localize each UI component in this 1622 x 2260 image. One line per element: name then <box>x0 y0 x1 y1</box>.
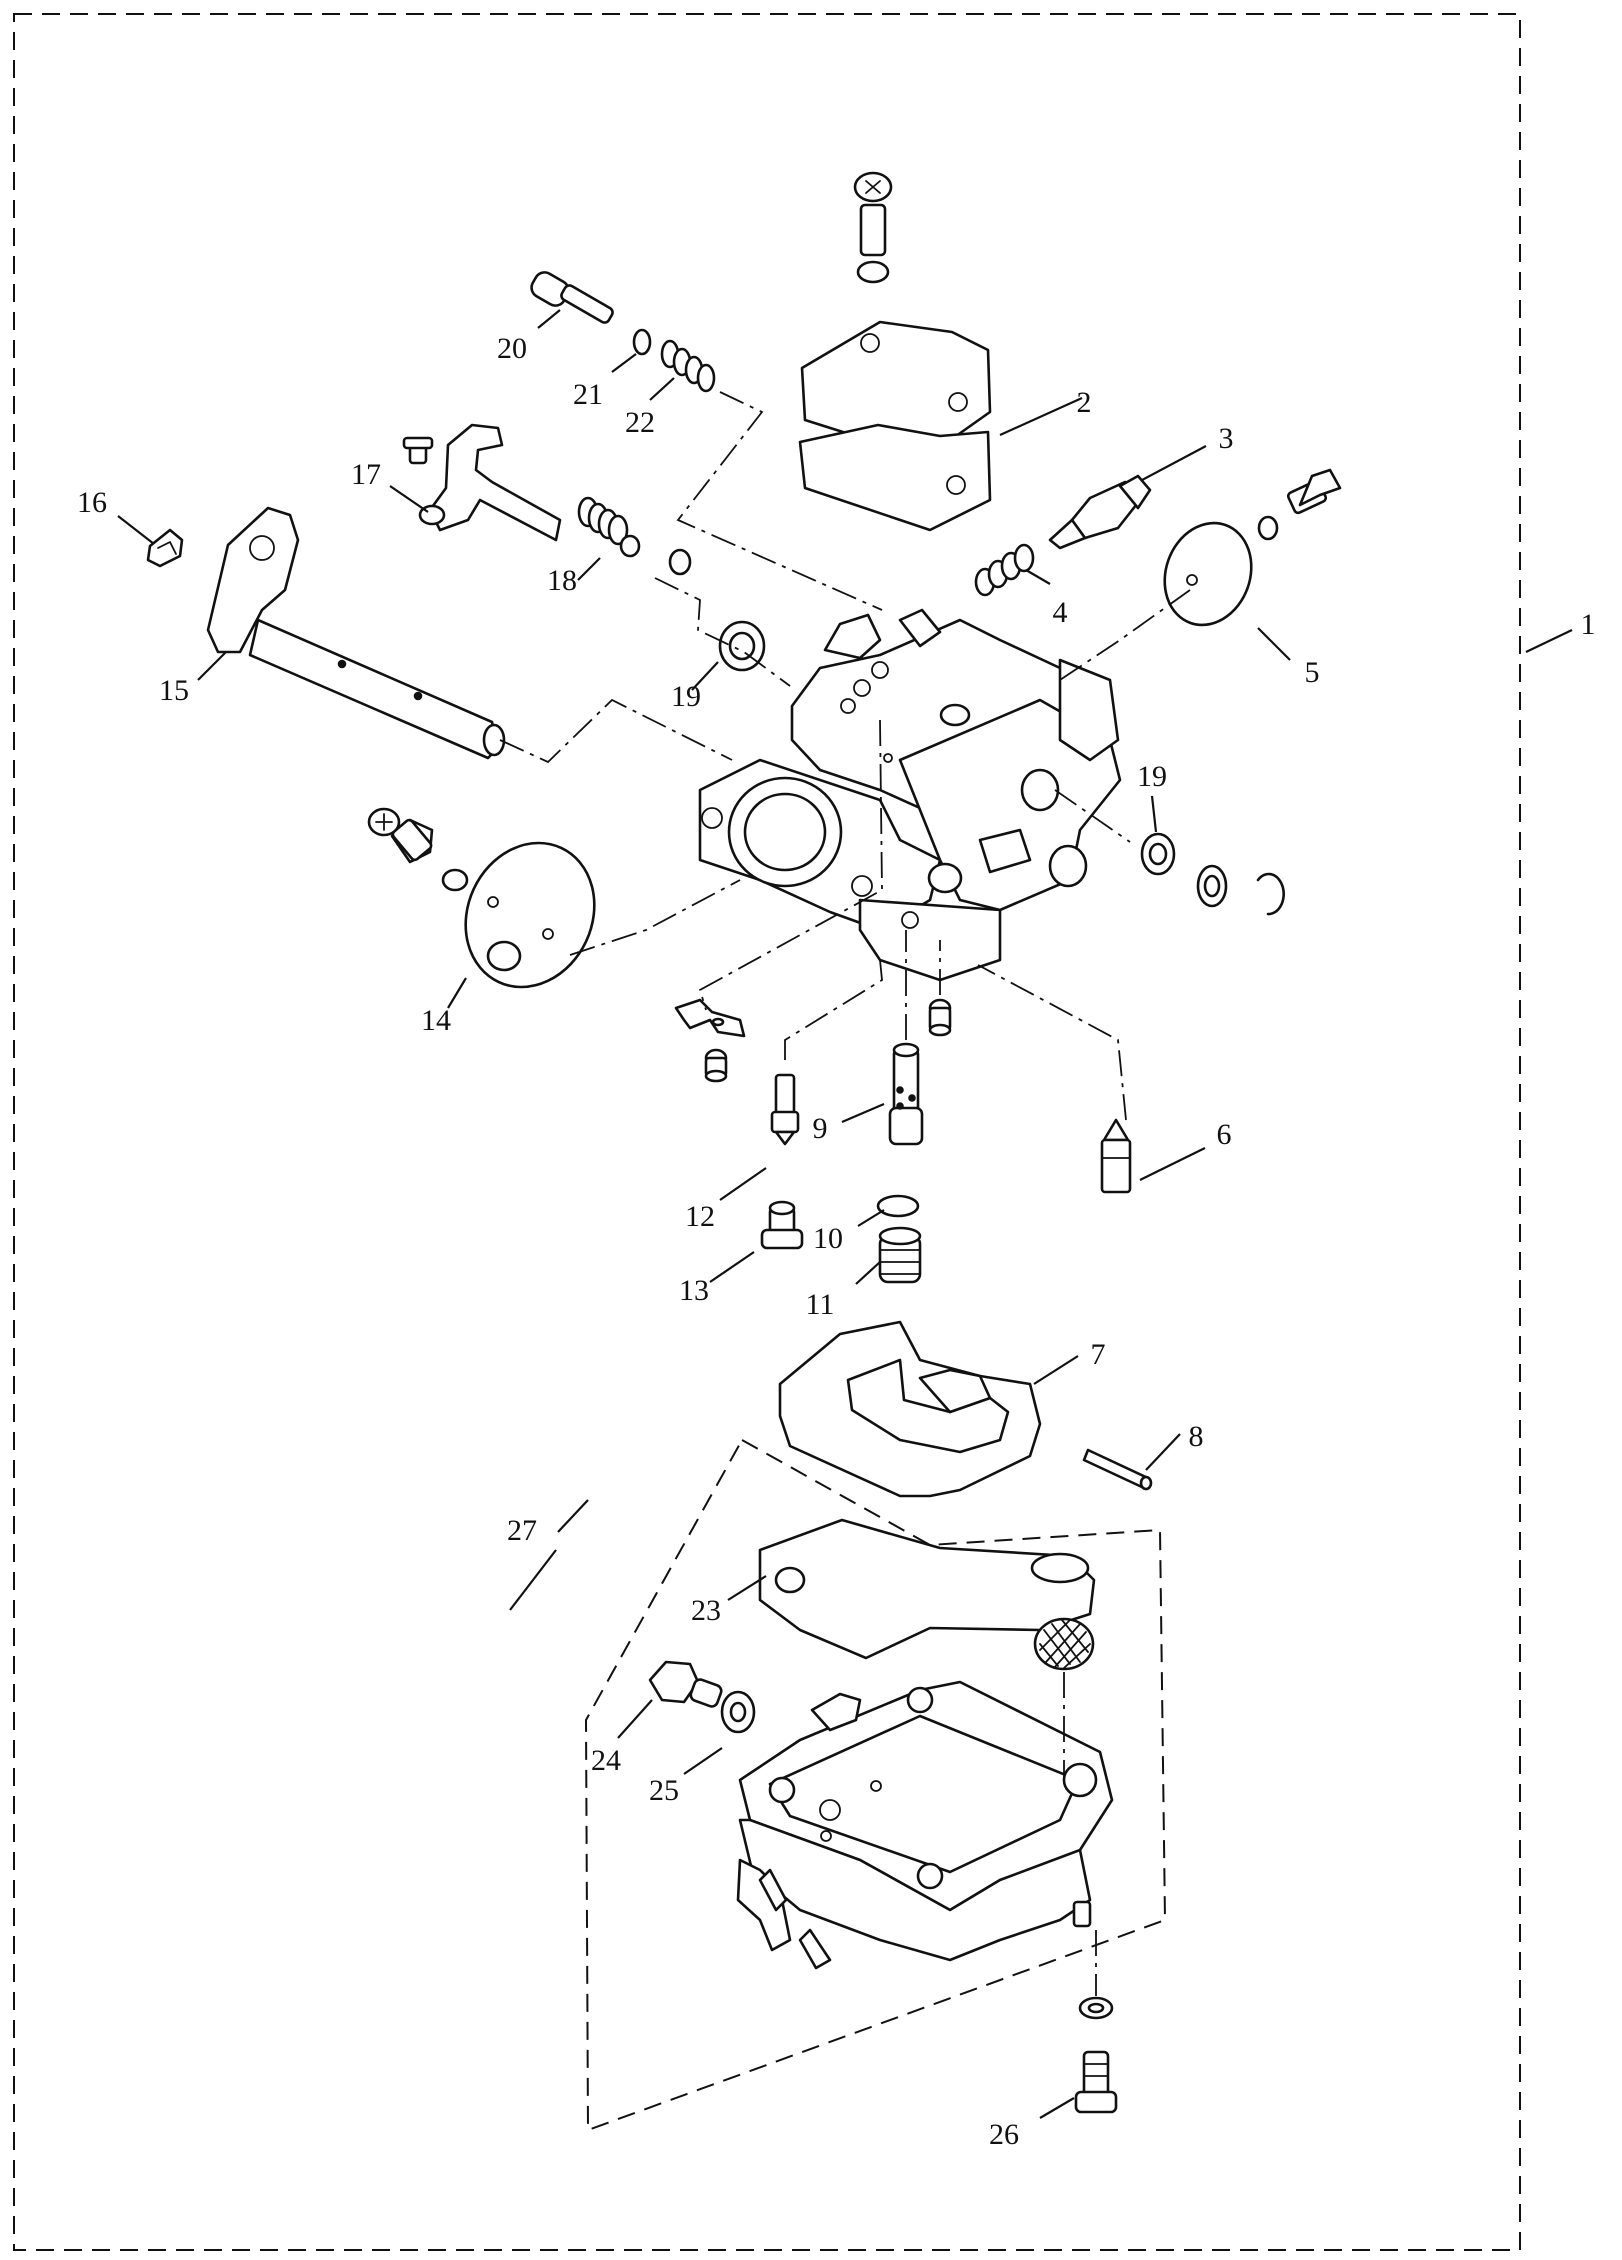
part-13-screw <box>760 1200 804 1250</box>
callout-23: 23 <box>691 1594 721 1627</box>
callout-6: 6 <box>1217 1118 1232 1151</box>
callout-26: 26 <box>989 2118 1019 2151</box>
part-small-bracket <box>674 998 746 1038</box>
part-20-pin <box>530 271 614 324</box>
part-22-spring <box>660 339 716 393</box>
part-6-needle-valve <box>1100 1118 1132 1194</box>
part-16-clip <box>146 528 184 568</box>
callout-20: 20 <box>497 332 527 365</box>
callout-15: 15 <box>159 674 189 707</box>
float-bowl-assembly-outline <box>584 1438 1167 2132</box>
part-21-oring <box>632 328 652 356</box>
part-3-screw <box>1048 474 1152 550</box>
callout-11: 11 <box>806 1288 835 1321</box>
callout-17: 17 <box>351 458 381 491</box>
callout-25: 25 <box>649 1774 679 1807</box>
part-9-emulsion-tube <box>888 1042 924 1146</box>
part-8-float-pin <box>1082 1448 1153 1491</box>
leader-lines <box>117 309 1573 2119</box>
callout-21: 21 <box>573 378 603 411</box>
callout-1: 1 <box>1581 608 1596 641</box>
part-24-drain-plug <box>648 1660 723 1708</box>
part-small-screw-right <box>928 998 952 1037</box>
part-25-washer <box>720 1690 756 1734</box>
part-12-jet <box>770 1073 800 1146</box>
part-17-lever <box>402 423 562 542</box>
callout-labels: 1 2 3 4 5 6 7 8 9 10 11 12 13 14 15 16 1… <box>77 332 1596 2151</box>
callout-9: 9 <box>813 1112 828 1145</box>
part-5-disc <box>1163 521 1253 627</box>
part-small-screw-upper-right <box>1257 468 1342 541</box>
callout-19-left: 19 <box>671 680 701 713</box>
callout-4: 4 <box>1053 596 1068 629</box>
part-26-screw <box>1074 1996 1118 2114</box>
callout-12: 12 <box>685 1200 715 1233</box>
callout-13: 13 <box>679 1274 709 1307</box>
part-14-throttle-plate <box>367 807 596 989</box>
outer-frame <box>13 13 1521 2251</box>
callout-24: 24 <box>591 1744 621 1777</box>
callout-14: 14 <box>421 1004 451 1037</box>
part-15-throttle-shaft <box>206 506 506 760</box>
callout-16: 16 <box>77 486 107 519</box>
part-18-spring <box>577 496 692 576</box>
callout-5: 5 <box>1305 656 1320 689</box>
part-filter-mesh <box>1033 1617 1095 1671</box>
callout-22: 22 <box>625 406 655 439</box>
callout-3: 3 <box>1219 422 1234 455</box>
part-2-cover <box>798 171 992 532</box>
callout-8: 8 <box>1189 1420 1204 1453</box>
callout-27: 27 <box>507 1514 537 1547</box>
callout-19-right: 19 <box>1137 760 1167 793</box>
assembly-lines <box>499 391 1191 1996</box>
part-small-screw-left <box>704 1048 728 1083</box>
part-4-spring <box>974 543 1035 597</box>
part-10-oring <box>876 1194 920 1218</box>
callout-7: 7 <box>1091 1338 1106 1371</box>
part-7-float <box>778 1320 1042 1498</box>
callout-18: 18 <box>547 564 577 597</box>
part-27-float-bowl <box>736 1680 1114 1970</box>
callout-2: 2 <box>1077 386 1092 419</box>
callout-10: 10 <box>813 1222 843 1255</box>
part-11-jet-plug <box>878 1226 922 1284</box>
part-19-bushing-right <box>1140 832 1285 916</box>
